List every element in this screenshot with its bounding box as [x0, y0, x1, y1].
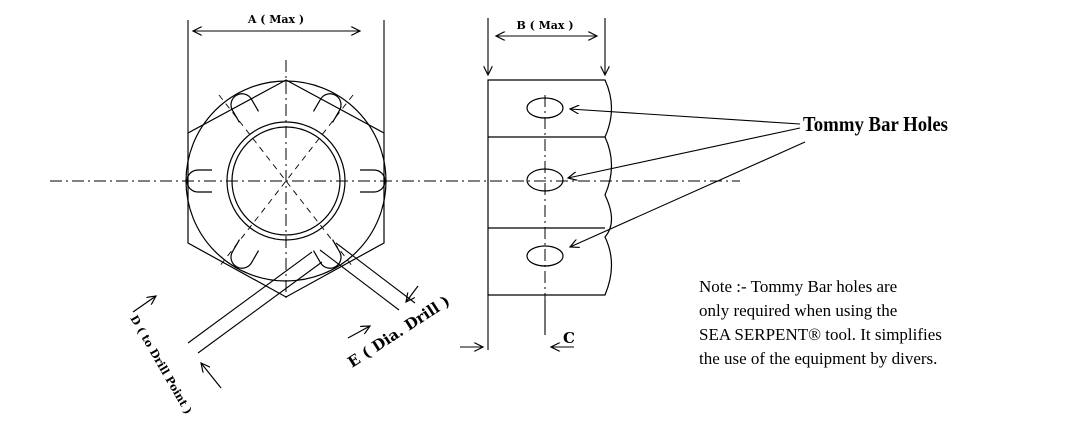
dimension-c: [460, 295, 574, 350]
tommy-hole-middle: [526, 168, 564, 192]
slot-lower-right: [312, 93, 342, 123]
tommy-bar-holes-callout: Tommy Bar Holes: [803, 112, 948, 136]
dim-a-label: A ( Max ): [247, 13, 304, 26]
callout-leader-top: [570, 109, 801, 125]
slot-lower-left: [230, 93, 260, 123]
dim-d-arrow-bottom: [201, 363, 222, 389]
tommy-hole-top: [526, 97, 564, 119]
dim-e-arrow-right: [406, 285, 419, 302]
drill-extension-lines: [187, 242, 416, 354]
center-lines: [50, 60, 740, 300]
radial-center-lines: [218, 94, 354, 268]
dimension-b: [488, 18, 605, 75]
slot-right: [360, 169, 386, 193]
callout-leader-bottom: [570, 141, 806, 247]
note-line-2: only required when using the: [699, 301, 898, 320]
dim-b-label: B ( Max ): [516, 19, 573, 32]
bore-outer-circle: [226, 121, 346, 241]
side-view: [487, 79, 613, 296]
dim-d-label: D ( to Drill Point ): [127, 313, 194, 416]
note-line-4: the use of the equipment by divers.: [699, 349, 938, 368]
side-view-outline: [487, 79, 613, 296]
dim-e-arrow-left: [347, 326, 370, 339]
note-line-1: Note :- Tommy Bar holes are: [699, 277, 898, 296]
tommy-bar-slots: [186, 93, 386, 269]
dimension-a: [187, 20, 385, 133]
slot-upper-left: [230, 239, 260, 269]
dim-c-label: C: [563, 329, 575, 347]
chamfer-circle: [185, 80, 387, 282]
dim-d-arrow-top: [132, 296, 156, 313]
callout-leaders: [568, 109, 806, 247]
slot-upper-right: [312, 239, 342, 269]
callout-leader-middle: [568, 127, 801, 178]
bore-inner-circle: [231, 126, 341, 236]
note-line-3: SEA SERPENT® tool. It simplifies: [699, 325, 942, 344]
slot-left: [186, 169, 212, 193]
note-text: Note :- Tommy Bar holes are only require…: [699, 275, 1039, 371]
tommy-hole-bottom: [526, 245, 564, 267]
drill-dimension-arrows: [132, 285, 419, 389]
